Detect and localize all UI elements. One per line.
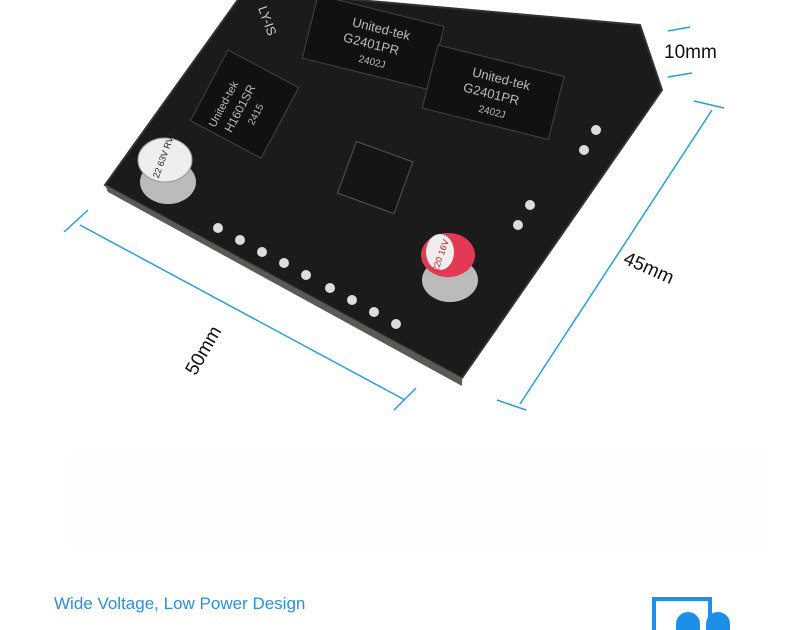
dimension-lines [63, 26, 725, 411]
shadow-band [68, 455, 768, 545]
height-dimension-label: 10mm [664, 42, 717, 63]
transformer-chip-1: United-tek G2401PR 2402J [301, 0, 445, 91]
controller-chip [336, 140, 414, 215]
led-pads [213, 125, 601, 329]
transformer-chip-2: United-tek G2401PR 2402J [421, 44, 565, 141]
feature-heading: Wide Voltage, Low Power Design [54, 594, 306, 613]
capacitor-left: 22 63V RVT [137, 130, 196, 204]
transformer-chip-3: United-tek H1601SR 2415 [189, 49, 300, 159]
capacitor-right: 220 16V [421, 233, 478, 302]
pcb-board-edge [105, 185, 462, 386]
feature-icon [676, 612, 736, 630]
